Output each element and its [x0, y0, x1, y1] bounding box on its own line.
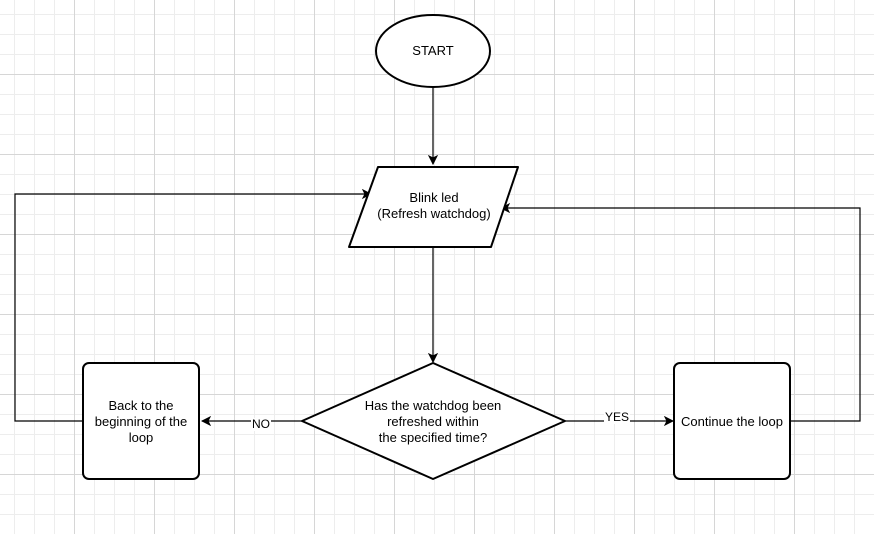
start-label: START [412, 43, 454, 58]
edge-back-to-blink [14, 194, 371, 422]
blink-led-label: Blink led (Refresh watchdog) [377, 190, 491, 221]
back-to-loop-node [82, 362, 200, 480]
continue-loop-label: Continue the loop [681, 414, 783, 429]
start-node [375, 14, 491, 88]
decision-node [301, 362, 566, 480]
back-to-loop-label: Back to the beginning of the loop [94, 398, 188, 445]
continue-loop-node [673, 362, 791, 480]
yes-edge-label: YES [604, 410, 631, 424]
blink-led-node [348, 166, 519, 248]
edge-continue-to-blink [501, 208, 861, 422]
decision-label: Has the watchdog been refreshed within t… [364, 398, 502, 445]
no-edge-label: NO [251, 417, 271, 431]
